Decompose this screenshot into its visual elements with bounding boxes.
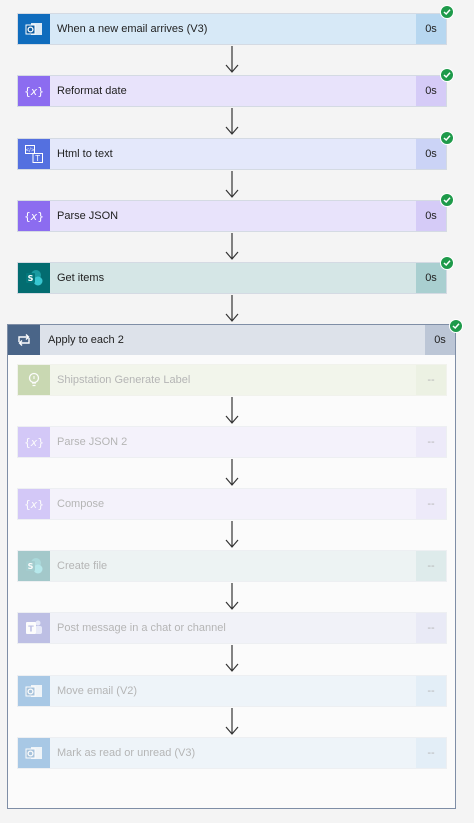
step-move-email[interactable]: Move email (V2) -- [17,675,447,707]
step-duration: 0s [416,139,446,169]
expression-icon: {x} [18,201,50,231]
step-get-items[interactable]: S Get items 0s [17,262,447,294]
arrow-down-icon [225,521,239,548]
step-create-file[interactable]: S Create file -- [17,550,447,582]
step-duration: -- [416,613,446,643]
step-label: Create file [57,560,108,572]
arrow-down-icon [225,397,239,424]
expression-icon: {x} [18,76,50,106]
success-check-icon [440,131,454,145]
outlook-icon [18,14,50,44]
step-duration: 0s [416,14,446,44]
arrow-down-icon [225,46,239,73]
step-mark-as-read[interactable]: Mark as read or unread (V3) -- [17,737,447,769]
success-check-icon [440,256,454,270]
arrow-down-icon [225,108,239,135]
step-html-to-text[interactable]: </>T Html to text 0s [17,138,447,170]
step-duration: 0s [416,201,446,231]
apply-to-each-header[interactable]: Apply to each 2 0s [8,325,455,355]
step-duration: -- [416,551,446,581]
step-duration: -- [416,489,446,519]
html-to-text-icon: </>T [18,139,50,169]
step-duration: 0s [416,76,446,106]
sharepoint-icon: S [18,551,50,581]
success-check-icon [440,193,454,207]
svg-text:S: S [28,274,34,283]
loop-label: Apply to each 2 [48,334,124,346]
arrow-down-icon [225,233,239,260]
step-compose[interactable]: {x} Compose -- [17,488,447,520]
outlook-icon [18,738,50,768]
arrow-down-icon [225,583,239,610]
step-label: Compose [57,498,105,510]
step-label: When a new email arrives (V3) [57,23,208,35]
arrow-down-icon [225,295,239,322]
teams-icon: T [18,613,50,643]
step-label: Get items [57,272,105,284]
step-when-new-email-arrives[interactable]: When a new email arrives (V3) 0s [17,13,447,45]
svg-text:T: T [34,154,40,163]
expression-icon: {x} [18,427,50,457]
sharepoint-icon: S [18,263,50,293]
arrow-down-icon [225,708,239,735]
arrow-down-icon [225,171,239,198]
step-label: Html to text [57,148,113,160]
step-label: Reformat date [57,85,127,97]
step-parse-json[interactable]: {x} Parse JSON 0s [17,200,447,232]
step-label: Shipstation Generate Label [57,374,191,386]
svg-text:S: S [28,562,34,571]
step-label: Move email (V2) [57,685,138,697]
arrow-down-icon [225,645,239,672]
success-check-icon [440,5,454,19]
step-duration: 0s [416,263,446,293]
step-label: Mark as read or unread (V3) [57,747,196,759]
arrow-down-icon [225,459,239,486]
lightbulb-icon [18,365,50,395]
step-reformat-date[interactable]: {x} Reformat date 0s [17,75,447,107]
outlook-icon [18,676,50,706]
step-label: Parse JSON [57,210,119,222]
step-label: Parse JSON 2 [57,436,128,448]
step-parse-json-2[interactable]: {x} Parse JSON 2 -- [17,426,447,458]
step-shipstation-generate-label[interactable]: Shipstation Generate Label -- [17,364,447,396]
step-duration: -- [416,365,446,395]
expression-icon: {x} [18,489,50,519]
loop-icon [8,325,40,355]
svg-text:</>: </> [25,148,35,154]
step-label: Post message in a chat or channel [57,622,226,634]
success-check-icon [440,68,454,82]
step-post-message-teams[interactable]: T Post message in a chat or channel -- [17,612,447,644]
step-duration: -- [416,676,446,706]
step-duration: -- [416,738,446,768]
svg-text:T: T [28,625,34,634]
step-duration: -- [416,427,446,457]
success-check-icon [449,319,463,333]
